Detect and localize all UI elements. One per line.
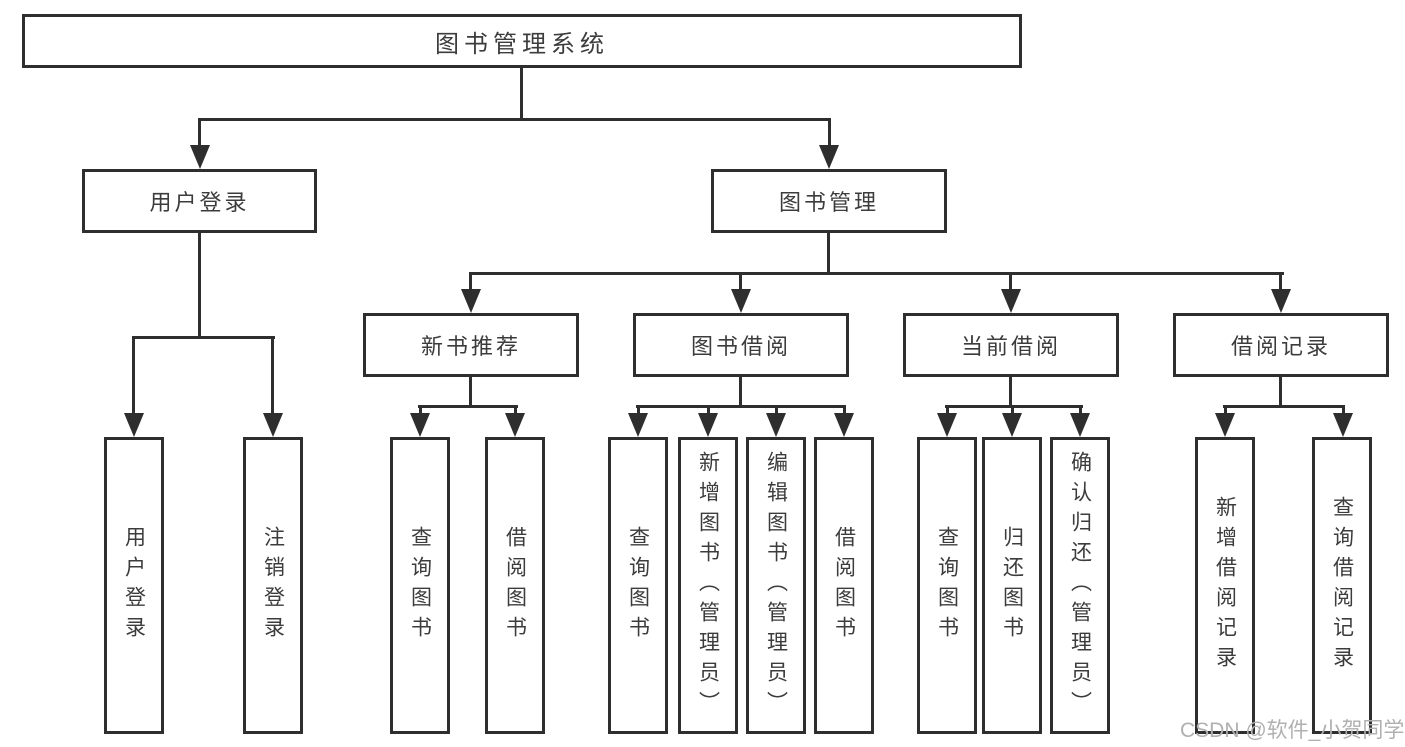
arrowhead-icon	[731, 289, 751, 313]
node-root: 图书管理系统	[22, 14, 1022, 68]
connector-line	[843, 405, 846, 417]
connector-line	[418, 405, 518, 408]
connector-line	[707, 405, 710, 417]
connector-line	[827, 233, 830, 275]
connector-line	[946, 405, 949, 417]
connector-line	[1342, 405, 1345, 417]
connector-line	[828, 118, 831, 150]
arrowhead-icon	[505, 413, 525, 437]
connector-line	[1079, 405, 1082, 417]
leaf-bb-add-books-admin: 新增图书（管理员）	[678, 437, 738, 734]
arrowhead-icon	[1001, 289, 1021, 313]
arrowhead-icon	[410, 413, 430, 437]
node-current-borrow: 当前借阅	[903, 313, 1119, 377]
leaf-user-login: 用户登录	[104, 437, 164, 734]
leaf-rec-query-record: 查询借阅记录	[1312, 437, 1372, 734]
connector-line	[636, 405, 846, 408]
connector-line	[469, 272, 1284, 275]
connector-line	[514, 405, 517, 417]
leaf-logout: 注销登录	[243, 437, 303, 734]
connector-line	[1279, 272, 1282, 292]
node-book-management: 图书管理	[711, 169, 947, 233]
arrowhead-icon	[698, 413, 718, 437]
arrowhead-icon	[819, 145, 839, 169]
connector-line	[1009, 272, 1012, 292]
arrowhead-icon	[1333, 413, 1353, 437]
arrowhead-icon	[124, 413, 144, 437]
arrowhead-icon	[937, 413, 957, 437]
connector-line	[520, 68, 523, 120]
watermark: CSDN @软件_小贺同学	[1180, 719, 1405, 742]
leaf-cb-return-books: 归还图书	[982, 437, 1042, 734]
connector-line	[419, 405, 422, 417]
arrowhead-icon	[1215, 413, 1235, 437]
node-borrow-records: 借阅记录	[1173, 313, 1389, 377]
connector-line	[1223, 405, 1345, 408]
arrowhead-icon	[461, 289, 481, 313]
leaf-bb-query-books: 查询图书	[608, 437, 668, 734]
node-user-login: 用户登录	[82, 169, 317, 233]
leaf-cb-confirm-return-admin: 确认归还（管理员）	[1050, 437, 1110, 734]
connector-line	[469, 377, 472, 408]
leaf-bb-borrow-books: 借阅图书	[814, 437, 874, 734]
arrowhead-icon	[628, 413, 648, 437]
connector-line	[1009, 377, 1012, 408]
leaf-nb-borrow-books: 借阅图书	[485, 437, 545, 734]
connector-line	[198, 118, 201, 150]
leaf-cb-query-books: 查询图书	[917, 437, 977, 734]
node-book-borrow: 图书借阅	[633, 313, 849, 377]
connector-line	[1279, 377, 1282, 408]
arrowhead-icon	[1271, 289, 1291, 313]
connector-line	[945, 405, 1083, 408]
arrowhead-icon	[190, 145, 210, 169]
connector-line	[637, 405, 640, 417]
connector-line	[775, 405, 778, 417]
arrowhead-icon	[766, 413, 786, 437]
leaf-nb-query-books: 查询图书	[390, 437, 450, 734]
arrowhead-icon	[263, 413, 283, 437]
connector-line	[739, 377, 742, 408]
leaf-rec-add-record: 新增借阅记录	[1195, 437, 1255, 734]
connector-line	[198, 233, 201, 338]
connector-line	[198, 118, 831, 121]
arrowhead-icon	[834, 413, 854, 437]
leaf-bb-edit-books-admin: 编辑图书（管理员）	[746, 437, 806, 734]
node-new-book-recommend: 新书推荐	[363, 313, 579, 377]
connector-line	[1224, 405, 1227, 417]
connector-line	[132, 336, 275, 339]
arrowhead-icon	[1002, 413, 1022, 437]
connector-line	[1011, 405, 1014, 417]
connector-line	[739, 272, 742, 292]
connector-line	[132, 336, 135, 417]
arrowhead-icon	[1070, 413, 1090, 437]
connector-line	[469, 272, 472, 292]
connector-line	[271, 336, 274, 417]
